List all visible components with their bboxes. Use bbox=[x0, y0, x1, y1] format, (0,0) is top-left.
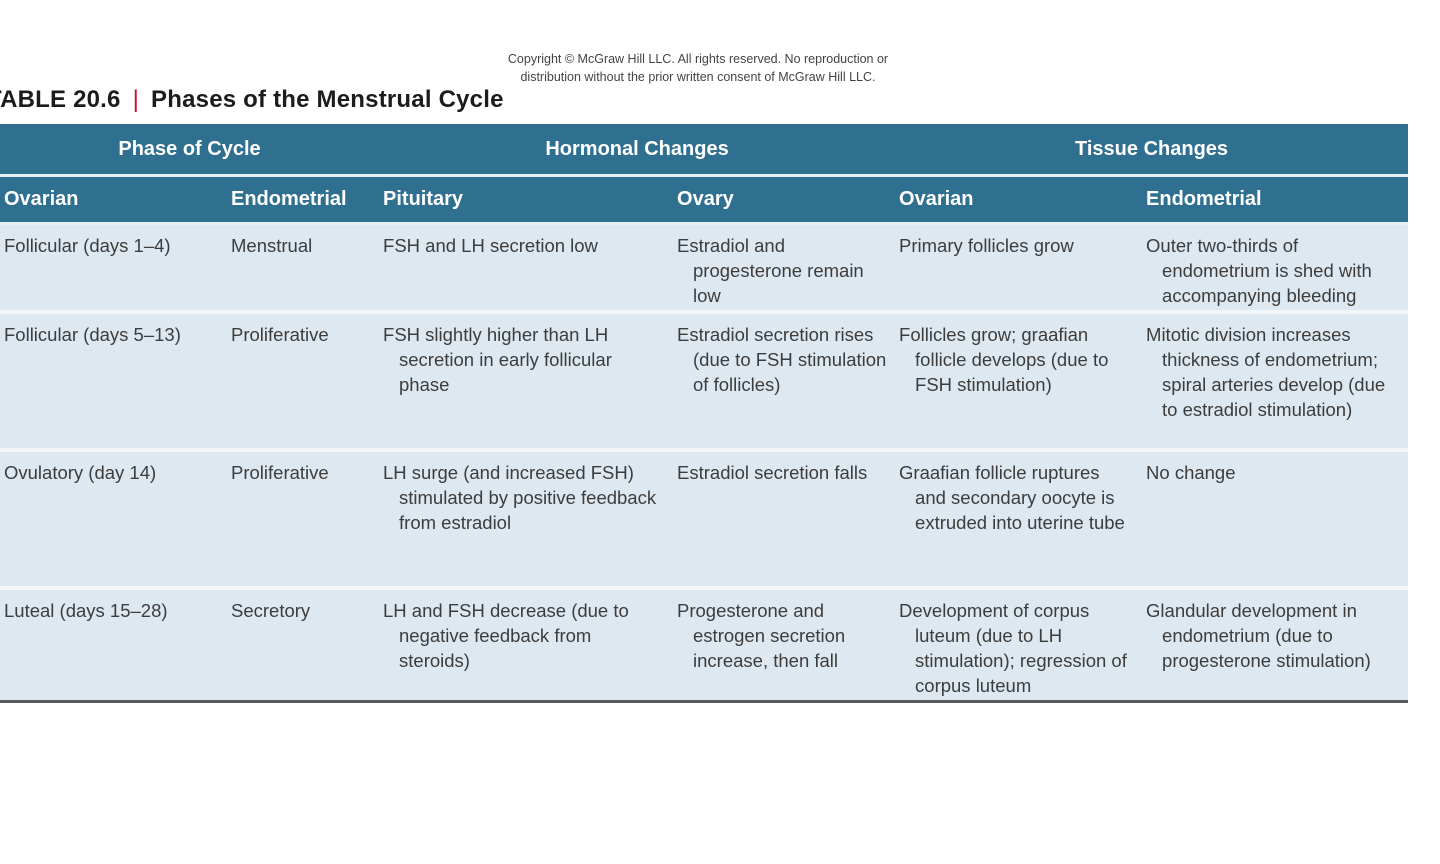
table-row: Ovulatory (day 14) Proliferative LH surg… bbox=[0, 452, 1409, 590]
table-row: Follicular (days 5–13) Proliferative FSH… bbox=[0, 314, 1409, 452]
table-cell: LH surge (and increased FSH) stimulated … bbox=[379, 452, 674, 590]
column-header: Endometrial bbox=[227, 177, 380, 225]
table-cell: Follicles grow; graafian follicle develo… bbox=[895, 314, 1143, 452]
column-header: Ovarian bbox=[0, 177, 227, 225]
table-cell: Progesterone and estrogen secretion incr… bbox=[673, 590, 896, 703]
column-header: Ovarian bbox=[895, 177, 1143, 225]
group-header-hormonal: Hormonal Changes bbox=[379, 124, 896, 177]
group-header-tissue: Tissue Changes bbox=[895, 124, 1409, 177]
table-cell: Proliferative bbox=[227, 314, 380, 452]
table-cell: LH and FSH decrease (due to negative fee… bbox=[379, 590, 674, 703]
table-cell: Secretory bbox=[227, 590, 380, 703]
column-header: Pituitary bbox=[379, 177, 674, 225]
table-cell: Menstrual bbox=[227, 225, 380, 314]
copyright-notice: Copyright © McGraw Hill LLC. All rights … bbox=[440, 50, 956, 86]
table-cell: Estradiol secretion rises (due to FSH st… bbox=[673, 314, 896, 452]
column-header: Endometrial bbox=[1142, 177, 1409, 225]
table-cell: Follicular (days 5–13) bbox=[0, 314, 227, 452]
group-header-row: Phase of Cycle Hormonal Changes Tissue C… bbox=[0, 124, 1409, 177]
table-cell: Mitotic division increases thickness of … bbox=[1142, 314, 1409, 452]
table-cell: Estradiol and progesterone remain low bbox=[673, 225, 896, 314]
phases-table: Phase of Cycle Hormonal Changes Tissue C… bbox=[0, 124, 1409, 703]
table-cell: Development of corpus luteum (due to LH … bbox=[895, 590, 1143, 703]
title-separator: | bbox=[132, 86, 140, 113]
table-cell: Luteal (days 15–28) bbox=[0, 590, 227, 703]
copyright-line: distribution without the prior written c… bbox=[520, 70, 876, 84]
table-row: Luteal (days 15–28) Secretory LH and FSH… bbox=[0, 590, 1409, 703]
table-cell: Estradiol secretion falls bbox=[673, 452, 896, 590]
sub-header-row: Ovarian Endometrial Pituitary Ovary Ovar… bbox=[0, 177, 1409, 225]
table-cell: Outer two-thirds of endometrium is shed … bbox=[1142, 225, 1409, 314]
table-title: TABLE 20.6 | Phases of the Menstrual Cycle bbox=[0, 86, 504, 114]
table-cell: FSH slightly higher than LH secretion in… bbox=[379, 314, 674, 452]
table-cell: Graafian follicle ruptures and secondary… bbox=[895, 452, 1143, 590]
table-cell: Proliferative bbox=[227, 452, 380, 590]
group-header-phase: Phase of Cycle bbox=[0, 124, 380, 177]
table-cell: Glandular development in endometrium (du… bbox=[1142, 590, 1409, 703]
table-cell: No change bbox=[1142, 452, 1409, 590]
table-cell: FSH and LH secretion low bbox=[379, 225, 674, 314]
table-number: TABLE 20.6 bbox=[0, 86, 121, 113]
table-title-text: Phases of the Menstrual Cycle bbox=[151, 86, 504, 113]
column-header: Ovary bbox=[673, 177, 896, 225]
table-cell: Follicular (days 1–4) bbox=[0, 225, 227, 314]
table-cell: Primary follicles grow bbox=[895, 225, 1143, 314]
copyright-line: Copyright © McGraw Hill LLC. All rights … bbox=[507, 52, 889, 66]
table-cell: Ovulatory (day 14) bbox=[0, 452, 227, 590]
table-row: Follicular (days 1–4) Menstrual FSH and … bbox=[0, 225, 1409, 314]
